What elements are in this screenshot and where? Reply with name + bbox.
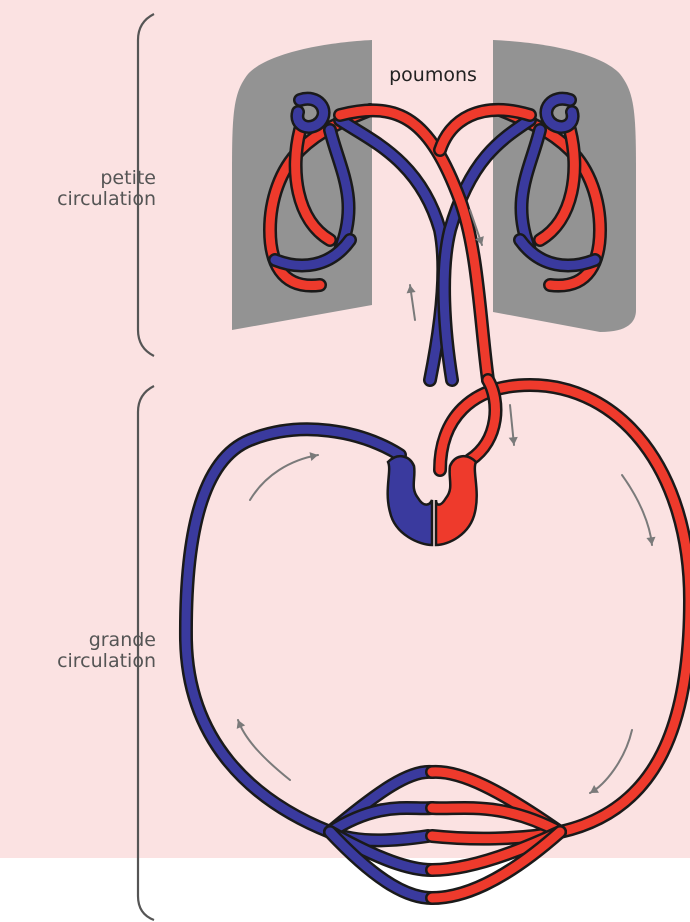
label-petite-line2: circulation bbox=[0, 189, 156, 210]
label-grande-circulation: grande circulation bbox=[0, 630, 156, 672]
heart bbox=[388, 456, 477, 545]
label-poumons: poumons bbox=[378, 64, 488, 86]
arrow-right-bottom bbox=[590, 730, 632, 793]
arrowhead bbox=[309, 452, 318, 461]
label-grande-line1: grande bbox=[0, 630, 156, 651]
arrow-right-top bbox=[622, 475, 652, 545]
arrowhead bbox=[509, 437, 518, 445]
right-heart bbox=[388, 456, 432, 545]
label-petite-line1: petite bbox=[0, 168, 156, 189]
systemic-circulation bbox=[186, 380, 690, 898]
label-petite-circulation: petite circulation bbox=[0, 168, 156, 210]
arrow-left-top bbox=[250, 455, 318, 500]
label-grande-line2: circulation bbox=[0, 651, 156, 672]
